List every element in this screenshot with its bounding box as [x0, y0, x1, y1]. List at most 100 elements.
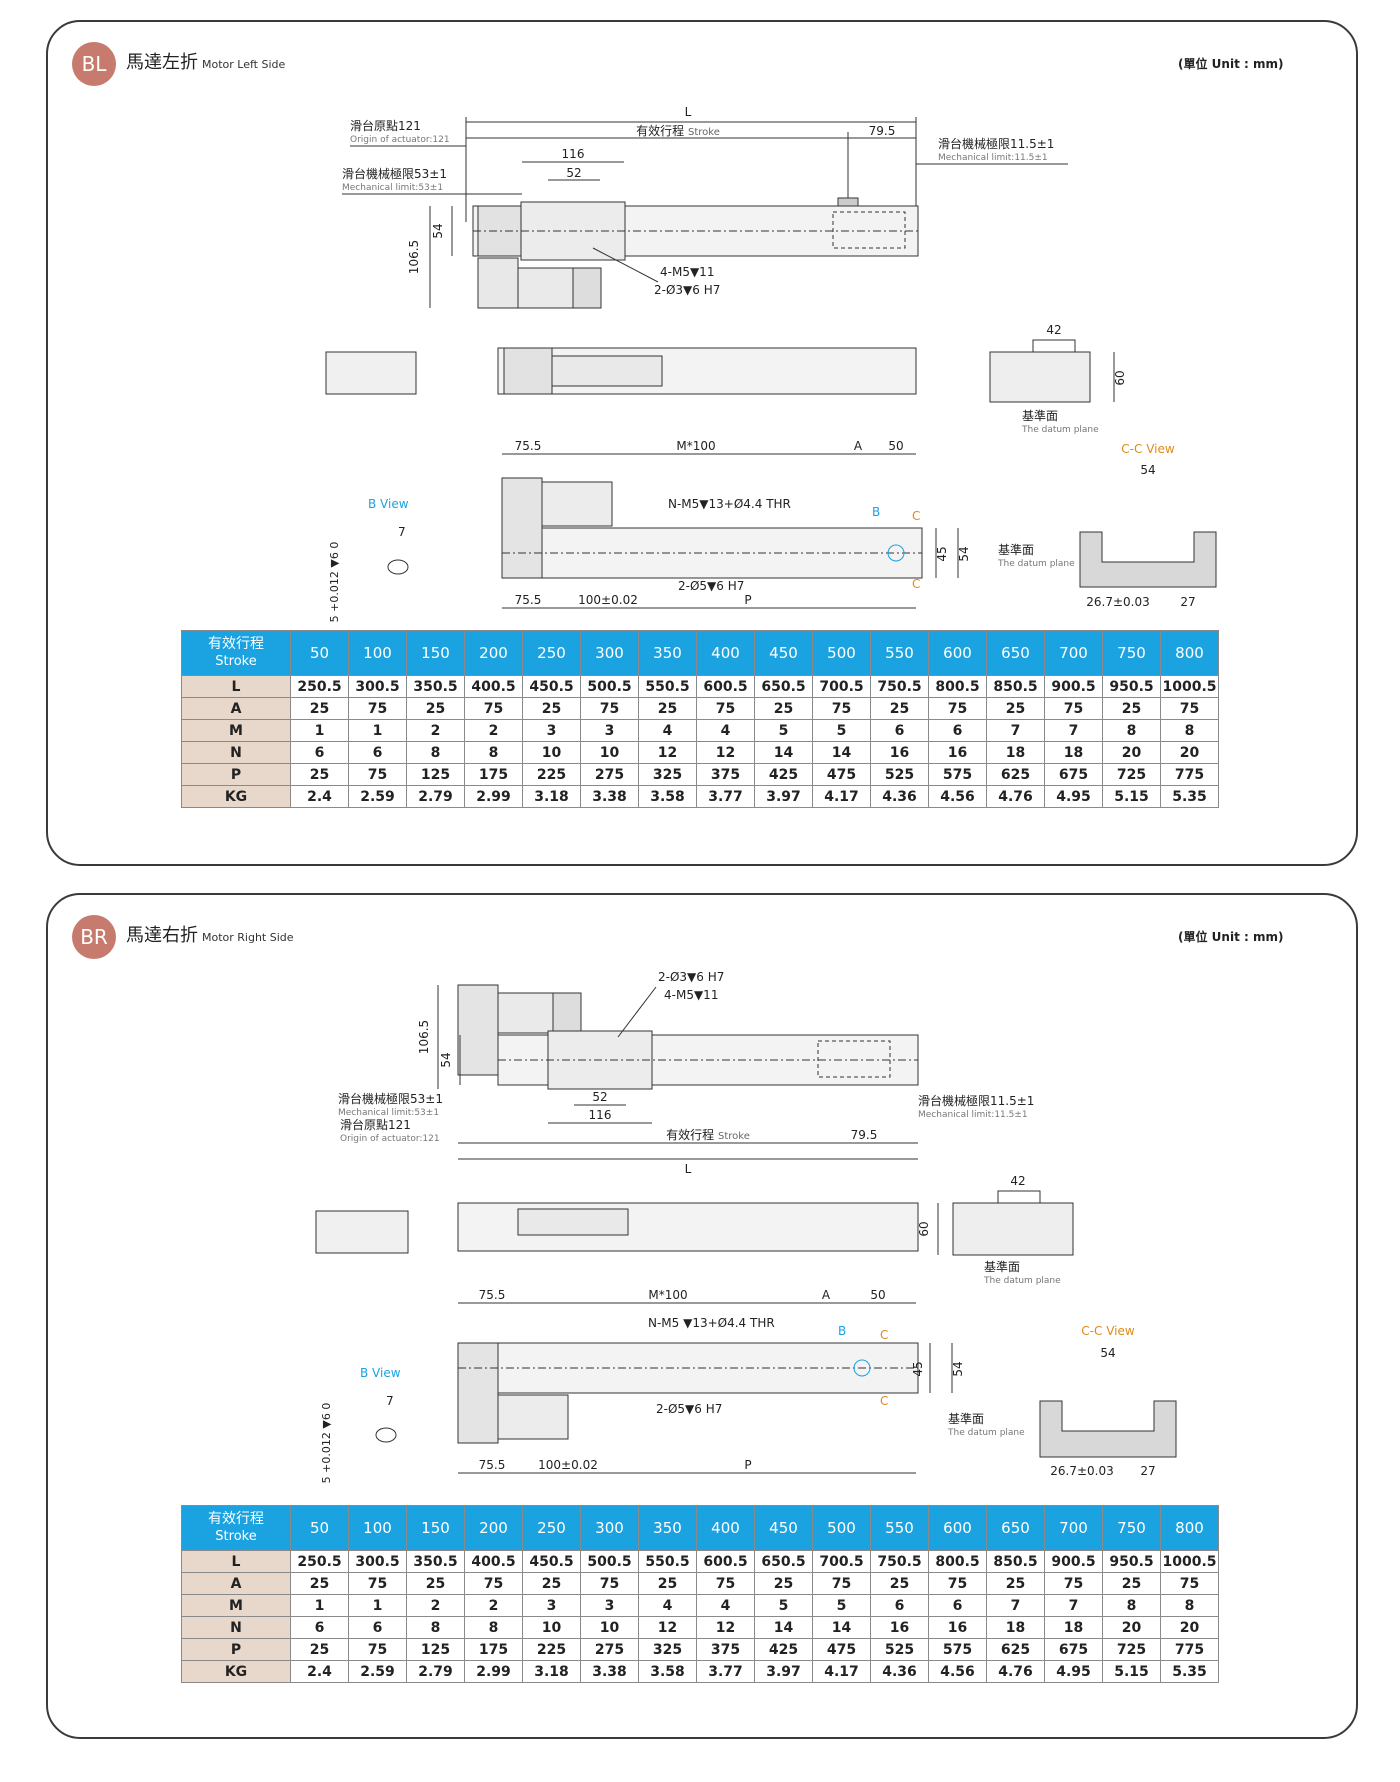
- spec-cell: 6: [870, 719, 929, 742]
- stroke-col: 150: [406, 630, 465, 676]
- top-view: L 有效行程 Stroke 79.5 116 52 54 106.5 滑台原點1…: [342, 105, 1068, 309]
- spec-cell: 18: [986, 1616, 1045, 1639]
- label-mech53: 滑台機械極限53±1: [342, 166, 447, 181]
- spec-cell: 3.58: [638, 1660, 697, 1683]
- spec-cell: 2.59: [348, 1660, 407, 1683]
- dim-75-5-top: 75.5: [479, 1288, 506, 1302]
- spec-cell: 425: [754, 763, 813, 786]
- spec-cell: 2.79: [406, 785, 465, 808]
- spec-cell: 2.79: [406, 1660, 465, 1683]
- spec-cell: 8: [464, 741, 523, 764]
- spec-cell: 75: [1160, 697, 1219, 720]
- spec-cell: 25: [1102, 1572, 1161, 1595]
- spec-cell: 10: [580, 741, 639, 764]
- dim-a: A: [854, 439, 863, 453]
- row-label: M: [181, 719, 291, 742]
- spec-cell: 20: [1102, 741, 1161, 764]
- spec-cell: 75: [1044, 1572, 1103, 1595]
- dim-100: 100±0.02: [578, 593, 638, 607]
- spec-cell: 350.5: [406, 675, 465, 698]
- spec-cell: 850.5: [986, 675, 1045, 698]
- label-2-o3: 2-Ø3▼6 H7: [654, 283, 720, 297]
- spec-cell: 75: [580, 1572, 639, 1595]
- spec-cell: 400.5: [464, 1550, 523, 1573]
- label-mech11-en: Mechanical limit:11.5±1: [938, 153, 1048, 163]
- spec-cell: 10: [522, 741, 581, 764]
- spec-cell: 4.56: [928, 785, 987, 808]
- spec-cell: 325: [638, 1638, 697, 1661]
- spec-cell: 25: [522, 1572, 581, 1595]
- spec-cell: 1: [348, 1594, 407, 1617]
- spec-cell: 25: [522, 697, 581, 720]
- spec-cell: 700.5: [812, 1550, 871, 1573]
- spec-cell: 75: [1044, 697, 1103, 720]
- spec-cell: 5.35: [1160, 1660, 1219, 1683]
- stroke-col: 50: [290, 630, 349, 676]
- spec-cell: 675: [1044, 763, 1103, 786]
- spec-cell: 4.36: [870, 785, 929, 808]
- spec-cell: 75: [348, 763, 407, 786]
- spec-cell: 650.5: [754, 675, 813, 698]
- title-text: 馬達右折: [126, 925, 198, 946]
- spec-cell: 75: [464, 1572, 523, 1595]
- mark-c-bottom: C: [912, 577, 920, 591]
- spec-cell: 8: [1102, 1594, 1161, 1617]
- stroke-col: 650: [986, 630, 1045, 676]
- label-origin: 滑台原點121: [340, 1117, 411, 1132]
- spec-cell: 450.5: [522, 1550, 581, 1573]
- spec-cell: 2.4: [290, 785, 349, 808]
- spec-cell: 5.15: [1102, 1660, 1161, 1683]
- panel-badge: BL: [72, 42, 116, 86]
- spec-cell: 475: [812, 1638, 871, 1661]
- dim-75-5-bottom: 75.5: [515, 593, 542, 607]
- spec-cell: 25: [406, 1572, 465, 1595]
- spec-cell: 75: [928, 1572, 987, 1595]
- row-label: L: [181, 1550, 291, 1573]
- label-origin-en: Origin of actuator:121: [350, 135, 450, 145]
- dim-45: 45: [935, 546, 949, 561]
- spec-cell: 75: [348, 1638, 407, 1661]
- spec-cell: 175: [464, 763, 523, 786]
- spec-cell: 225: [522, 1638, 581, 1661]
- spec-cell: 275: [580, 1638, 639, 1661]
- spec-cell: 25: [1102, 697, 1161, 720]
- bottom-view: 75.5 M*100 A 50 N-M5▼13+Ø4.4 THR B C C 4…: [328, 439, 1217, 622]
- spec-cell: 500.5: [580, 675, 639, 698]
- spec-cell: 775: [1160, 763, 1219, 786]
- dim-42: 42: [1046, 323, 1061, 337]
- dim-106-5: 106.5: [417, 1020, 431, 1054]
- spec-cell: 3.97: [754, 785, 813, 808]
- spec-cell: 900.5: [1044, 1550, 1103, 1573]
- dim-54: 54: [439, 1052, 453, 1067]
- label-4-m5: 4-M5▼11: [664, 988, 718, 1002]
- spec-cell: 7: [1044, 719, 1103, 742]
- spec-cell: 4.56: [928, 1660, 987, 1683]
- spec-cell: 75: [928, 697, 987, 720]
- spec-cell: 2.99: [464, 785, 523, 808]
- dim-cc-54: 54: [1140, 463, 1155, 477]
- row-label: N: [181, 1616, 291, 1639]
- spec-cell: 4.17: [812, 785, 871, 808]
- mark-c-bottom: C: [880, 1394, 888, 1408]
- spec-cell: 12: [638, 741, 697, 764]
- spec-cell: 25: [638, 697, 697, 720]
- stroke-col: 600: [928, 630, 987, 676]
- label-origin-en: Origin of actuator:121: [340, 1134, 440, 1144]
- label-mech53: 滑台機械極限53±1: [338, 1091, 443, 1106]
- spec-cell: 400.5: [464, 675, 523, 698]
- spec-cell: 600.5: [696, 675, 755, 698]
- spec-cell: 650.5: [754, 1550, 813, 1573]
- spec-cell: 5: [812, 719, 871, 742]
- drawing-motor-left: L 有效行程 Stroke 79.5 116 52 54 106.5 滑台原點1…: [325, 105, 1217, 622]
- label-origin: 滑台原點121: [350, 118, 421, 133]
- spec-cell: 20: [1160, 741, 1219, 764]
- spec-cell: 6: [348, 741, 407, 764]
- spec-cell: 2: [464, 1594, 523, 1617]
- stroke-col: 100: [348, 630, 407, 676]
- spec-cell: 1: [290, 1594, 349, 1617]
